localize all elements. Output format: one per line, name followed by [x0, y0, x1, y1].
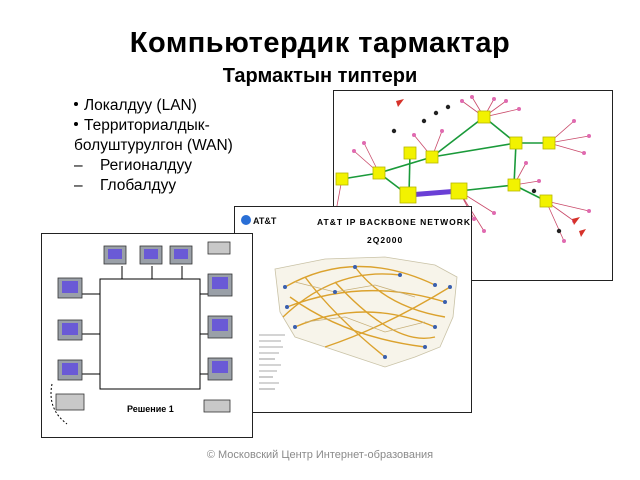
slide-subtitle: Тармактын типтери — [222, 65, 418, 87]
topology-graphic — [334, 95, 591, 243]
computer-icon — [57, 245, 233, 381]
att-globe-icon — [241, 215, 251, 225]
printer-icon — [203, 399, 231, 413]
att-logo: AT&T — [253, 216, 277, 226]
laser-printer-icon — [55, 393, 85, 411]
bullet-lan: Локалдуу (LAN) — [74, 96, 249, 116]
lan-diagram-image: Решение 1 — [41, 233, 253, 438]
bullet-dot — [74, 122, 78, 127]
att-backbone-map-image: AT&T AT&T IP BACKBONE NETWORK 2Q2000 — [234, 206, 472, 413]
us-map-graphic — [241, 215, 458, 390]
lan-diagram-caption: Решение 1 — [127, 404, 174, 414]
sub-bullet-global: –Глобалдуу — [74, 177, 177, 194]
slide-title: Компьютердик тармактар — [129, 27, 511, 59]
sub-bullet-regional: –Регионалдуу — [74, 157, 192, 174]
bullet-list: Локалдуу (LAN) Территориалдык-болуштурул… — [74, 96, 249, 196]
copyright-footer: © Московский Центр Интернет-образования — [206, 449, 434, 461]
att-map-year: 2Q2000 — [367, 235, 404, 245]
printer-icon — [207, 241, 231, 255]
bullet-wan: Территориалдык-болуштурулгон (WAN) — [74, 117, 233, 154]
bullet-dot — [74, 102, 78, 107]
lan-graphic — [50, 241, 233, 425]
att-map-title: AT&T IP BACKBONE NETWORK — [317, 217, 472, 227]
